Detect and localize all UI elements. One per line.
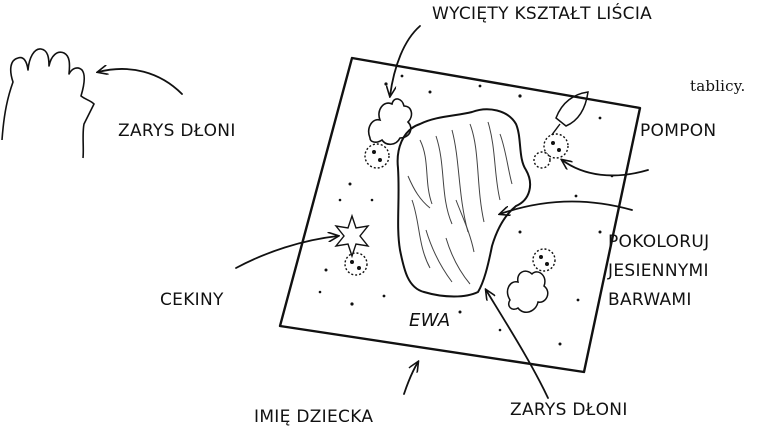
label-coloring-line3: BARWAMI — [608, 290, 692, 310]
label-coloring-line2: JESIENNYMI — [608, 261, 709, 281]
child-name-on-board: EWA — [409, 310, 451, 331]
label-hand-outline-bottom: ZARYS DŁONI — [510, 400, 628, 420]
label-coloring-line1: POKOLORUJ — [608, 232, 710, 252]
arrow-cut-leaf — [390, 25, 421, 96]
arrow-hand-outline-bottom — [486, 290, 549, 399]
traced-hand — [396, 108, 532, 298]
arrow-sequins — [235, 236, 338, 269]
label-child-name: IMIĘ DZIECKA — [254, 407, 374, 427]
arrow-coloring — [500, 200, 633, 215]
label-coloring: POKOLORUJ JESIENNYMI BARWAMI — [608, 228, 709, 315]
label-board-fragment: tablicy. — [690, 77, 746, 95]
cut-leaf-shape — [367, 98, 413, 146]
arrow-child-name — [403, 362, 418, 395]
label-hand-outline-top: ZARYS DŁONI — [118, 121, 236, 141]
label-cut-leaf: WYCIĘTY KSZTAŁT LIŚCIA — [432, 4, 653, 24]
arrow-hand-outline-top — [98, 69, 183, 95]
label-pompon: POMPON — [640, 121, 717, 141]
craft-board — [278, 56, 642, 374]
label-sequins: CEKINY — [160, 290, 224, 310]
arrow-pompon — [562, 160, 649, 177]
hand-outline-sketch — [1, 48, 95, 159]
